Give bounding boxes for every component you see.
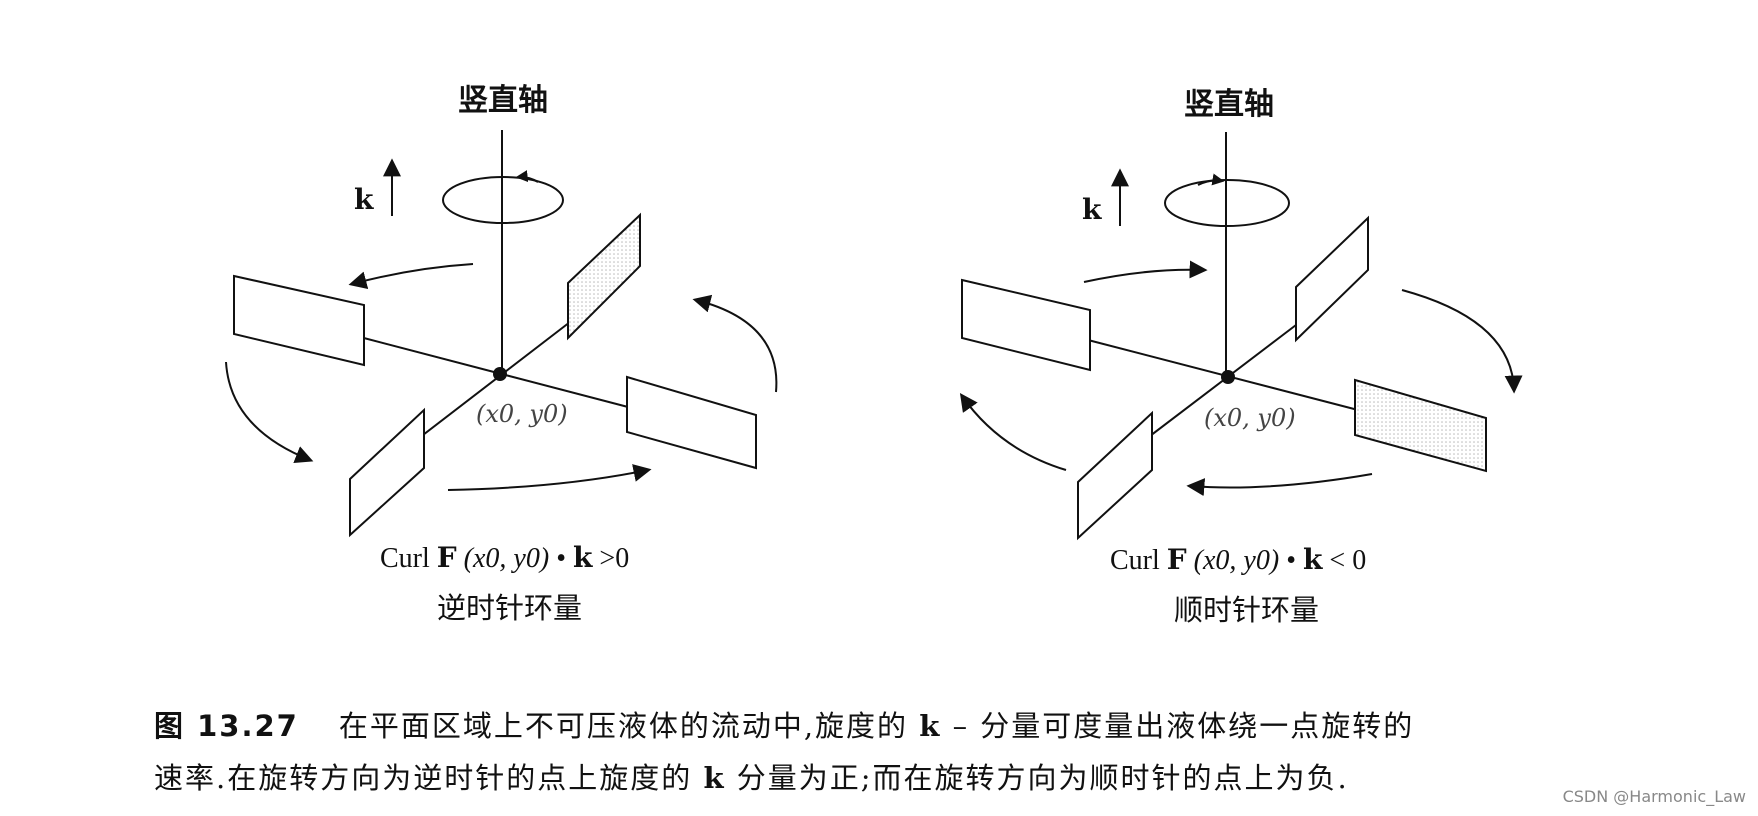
caption-line-2: 速率.在旋转方向为逆时针的点上旋度的 k 分量为正;而在旋转方向为顺时针的点上为… — [154, 752, 1614, 804]
paddle-front — [349, 407, 425, 538]
watermark: CSDN @Harmonic_Law — [1562, 787, 1746, 806]
paddle-right — [1354, 378, 1487, 473]
flow-arrow-bottom — [447, 464, 652, 491]
figure-number: 图 13.27 — [154, 709, 299, 743]
curl-formula: Curl F (x0, y0) • k >0 — [380, 544, 629, 573]
caption-k: k — [703, 761, 726, 795]
paddle-front — [1077, 410, 1153, 541]
rotation-ellipse-arrow — [515, 170, 539, 183]
caption-line-1: 图 13.27 在平面区域上不可压液体的流动中,旋度的 k – 分量可度量出液体绕… — [154, 700, 1614, 752]
caption-text: 分量为正;而在旋转方向为顺时针的点上为负. — [736, 761, 1349, 795]
flow-arrow-bottom — [1186, 473, 1373, 497]
paddle-left — [961, 278, 1091, 372]
formula-relation: >0 — [599, 543, 630, 574]
formula-dot: • — [549, 543, 573, 574]
formula-vector: F — [1166, 543, 1187, 576]
formula-prefix: Curl — [1110, 545, 1167, 576]
formula-args: (x0, y0) — [1193, 545, 1280, 576]
caption-text: – 分量可度量出液体绕一点旋转的 — [941, 709, 1415, 743]
flow-arrow-right — [692, 294, 778, 393]
rotation-ellipse — [1164, 179, 1290, 227]
caption-k: k — [919, 709, 942, 743]
axis-title: 竖直轴 — [458, 83, 548, 118]
panel-left-diagram — [225, 130, 778, 538]
formula-prefix: Curl — [380, 543, 437, 574]
flow-arrow-right — [1401, 289, 1523, 394]
center-point — [493, 367, 507, 381]
rotation-ellipse — [442, 176, 564, 224]
formula-vector: F — [436, 541, 457, 574]
panel-caption: 顺时针环量 — [1174, 593, 1320, 627]
point-label: (x0, y0) — [1204, 404, 1296, 432]
paddle-back — [567, 212, 641, 341]
panel-right-diagram — [959, 132, 1523, 541]
rotation-ellipse-arrow — [1197, 173, 1225, 186]
paddle-left — [233, 274, 365, 367]
paddle-right — [626, 375, 757, 470]
formula-k: k — [1303, 543, 1323, 576]
flow-arrow-top — [348, 263, 474, 289]
formula-args: (x0, y0) — [463, 543, 550, 574]
formula-dot: • — [1279, 545, 1303, 576]
caption-text: 速率.在旋转方向为逆时针的点上旋度的 — [154, 761, 693, 795]
axis-title: 竖直轴 — [1184, 87, 1274, 122]
paddle-back — [1295, 215, 1369, 343]
center-point — [1221, 370, 1235, 384]
figure-caption: 图 13.27 在平面区域上不可压液体的流动中,旋度的 k – 分量可度量出液体绕… — [154, 700, 1614, 804]
k-vector-label: k — [1082, 193, 1102, 226]
k-vector-label: k — [354, 183, 374, 216]
formula-relation: < 0 — [1329, 545, 1367, 576]
caption-text: 在平面区域上不可压液体的流动中,旋度的 — [338, 709, 909, 743]
formula-k: k — [573, 541, 593, 574]
panel-caption: 逆时针环量 — [437, 591, 583, 625]
curl-formula: Curl F (x0, y0) • k < 0 — [1110, 546, 1366, 575]
flow-arrow-left — [959, 393, 1067, 471]
point-label: (x0, y0) — [476, 400, 568, 428]
flow-arrow-left — [225, 361, 314, 464]
flow-arrow-top — [1083, 260, 1208, 283]
